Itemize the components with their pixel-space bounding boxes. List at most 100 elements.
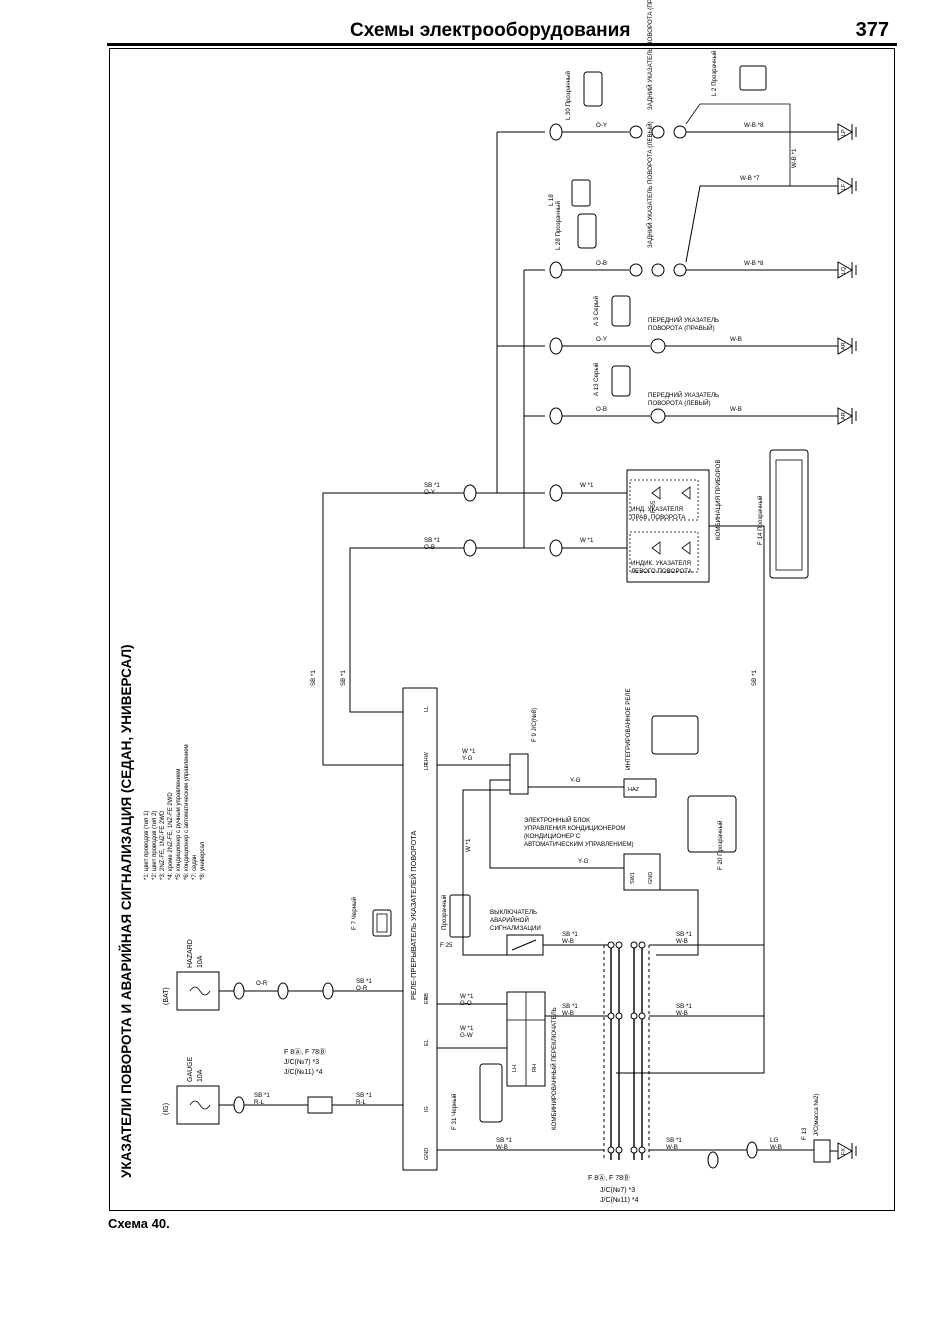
ground-lf: LF xyxy=(841,183,847,190)
wire-sb1-top: SB *1 xyxy=(424,482,440,489)
wire-rear-left-to-ground xyxy=(685,185,838,263)
cluster-right-indicator-2: ПРАВ. ПОВОРОТА xyxy=(631,514,686,521)
wire-rear-right-w-b1 xyxy=(685,103,791,186)
wire-sb1-combo: SB *1 xyxy=(562,1003,578,1010)
connector-l18-label: L 18 xyxy=(548,194,555,206)
relay-pin-lr: LR xyxy=(424,763,430,770)
jc-top-label-1: J/C(№7) *3 xyxy=(284,1059,319,1066)
wire-lr-to-right-indicator xyxy=(322,492,545,766)
connector-f20-icon xyxy=(687,795,737,853)
integrated-relay-box xyxy=(623,778,657,798)
wire-o-y-top: O-Y xyxy=(424,489,435,496)
hazard-switch-label-1: ВЫКЛЮЧАТЕЛЬ xyxy=(490,909,537,916)
wire-hazard-switch-in xyxy=(462,868,507,956)
ground-lp-1: LP xyxy=(841,129,847,136)
fuse-gauge-source: (IG) xyxy=(163,1103,170,1115)
relay-pin-gnd: GND xyxy=(424,1148,430,1160)
note-6: *6: кондиционер с автоматическим управле… xyxy=(184,744,190,880)
svg-text:W-B *8: W-B *8 xyxy=(744,260,764,267)
jc-bottom-label-2: J/C(№11) *4 xyxy=(600,1197,639,1204)
relay-pin-ig: IG xyxy=(424,1106,430,1112)
ac-unit-label-4: АВТОМАТИЧЕСКИМ УПРАВЛЕНИЕМ) xyxy=(524,841,634,848)
relay-pin-ehw: EHW xyxy=(424,751,430,765)
wire-cluster-ground xyxy=(616,525,765,1074)
wire-w-b-hazard-switch: W-B xyxy=(562,938,574,945)
relay-pin-el: EL xyxy=(424,1039,430,1046)
instrument-cluster: ИНД. УКАЗАТЕЛЯ ПРАВ. ПОВОРОТА ИНДИК. УКА… xyxy=(626,459,722,583)
front-left-label-1: ПЕРЕДНИЙ УКАЗАТЕЛЬ xyxy=(648,391,719,399)
connector-f20-label: F 20 Прозрачный xyxy=(717,820,724,870)
connector-a13-label: A 13 Серый xyxy=(593,362,600,396)
connector-f13-label: F 13 xyxy=(801,1127,808,1140)
combo-switch-label: КОМБИНИРОВАННЫЙ ПЕРЕКЛЮЧАТЕЛЬ xyxy=(550,1007,558,1130)
connector-f31-label: F 31 Черный xyxy=(451,1093,458,1130)
connector-f7-icon xyxy=(372,909,392,937)
wire-w-b7: W-B *7 xyxy=(740,175,760,182)
wire-sb1-mid: SB *1 xyxy=(424,537,440,544)
wire-y-g-haz: Y-G xyxy=(570,777,581,784)
front-right-lamp: O-Y W-B ПЕРЕДНИЙ УКАЗАТЕЛЬ ПОВОРОТА (ПРА… xyxy=(549,316,838,355)
jc-body-ground-label: J/C(масса №2) xyxy=(813,1093,820,1136)
ground-symbols xyxy=(837,123,857,1160)
wire-o-r-label-2: O-R xyxy=(356,985,368,992)
fuse-gauge-rating: 10A xyxy=(197,1069,204,1082)
wire-r-l-label-2: R-L xyxy=(356,1099,367,1106)
relay-pin-plus-b: +B xyxy=(424,993,430,1000)
flasher-relay-label: РЕЛЕ-ПРЕРЫВАТЕЛЬ УКАЗАТЕЛЕЙ ПОВОРОТА xyxy=(409,830,418,1000)
wire-sb1-label-gauge: SB *1 xyxy=(254,1092,270,1099)
note-4: *4: кроме 2NZ-FE, 1NZ-FE 2WD xyxy=(168,792,174,880)
combo-switch-pin-rh: RH xyxy=(532,1064,538,1072)
front-left-label-2: ПОВОРОТА (ЛЕВЫЙ) xyxy=(648,399,711,407)
fuse-gauge-name: GAUGE xyxy=(187,1056,194,1082)
connector-transparent-label: Прозрачный xyxy=(441,894,448,930)
svg-text:W-B: W-B xyxy=(730,336,742,343)
jc-top-label-2: J/C(№11) *4 xyxy=(284,1069,323,1076)
note-2: *2: цвет проводов (тип 2) xyxy=(152,811,158,880)
wire-g-o-er: G-O xyxy=(460,1000,472,1007)
ac-unit-label-2: УПРАВЛЕНИЯ КОНДИЦИОНЕРОМ xyxy=(524,825,625,832)
wire-w1-ehw: W *1 xyxy=(462,748,476,755)
connector-l28-label: L 28 Прозрачный xyxy=(555,201,562,250)
cluster-label: КОМБИНАЦИЯ ПРИБОРОВ xyxy=(715,459,722,540)
svg-text:W-B *8: W-B *8 xyxy=(744,122,764,129)
svg-text:O-B: O-B xyxy=(596,260,607,267)
wire-y-g-ehw: Y-G xyxy=(462,755,473,762)
wire-y-g-hazard-switch xyxy=(462,789,510,868)
wire-sb1-ll: SB *1 xyxy=(340,670,347,686)
jc-top-f8-label: F 8Ⓐ, F 78Ⓑ xyxy=(284,1048,326,1056)
page-title: Схемы электрооборудования xyxy=(350,20,631,41)
wire-w-b-lg: W-B xyxy=(770,1144,782,1151)
ground-bus xyxy=(603,941,650,1160)
combo-switch-pin-lh: LH xyxy=(512,1065,518,1072)
ground-fx: FX xyxy=(841,1148,847,1155)
wire-w1-mid: W *1 xyxy=(580,537,594,544)
wire-sb1-label-gauge-2: SB *1 xyxy=(356,1092,372,1099)
cluster-left-indicator-1: ИНДИК. УКАЗАТЕЛЯ xyxy=(631,560,691,567)
wire-w-b1-label: W-B *1 xyxy=(791,148,798,168)
wire-o-b-mid: O-B xyxy=(424,544,435,551)
page-header: Схемы электрооборудования 377 xyxy=(107,18,897,46)
wire-w-b-gnd-right: W-B xyxy=(666,1144,678,1151)
ac-unit-pin-gnd: GND xyxy=(648,872,654,884)
wire-lg: LG xyxy=(770,1137,778,1144)
rear-left-lamp: O-B W-B *8 ЗАДНИЙ УКАЗАТЕЛЬ ПОВОРОТА (ЛЕ… xyxy=(549,121,838,279)
front-left-lamp: O-B W-B ПЕРЕДНИЙ УКАЗАТЕЛЬ ПОВОРОТА (ЛЕВ… xyxy=(549,391,838,425)
connector-a3-label: A 3 Серый xyxy=(593,296,600,326)
integrated-relay-pin: HAZ xyxy=(628,787,640,793)
wire-sb1-lr: SB *1 xyxy=(310,670,317,686)
jc-bottom-label-1: J/C(№7) *3 xyxy=(600,1187,635,1194)
wire-r-l-label: R-L xyxy=(254,1099,265,1106)
wire-to-ac-unit xyxy=(489,779,624,869)
rear-right-label: ЗАДНИЙ УКАЗАТЕЛЬ ПОВОРОТА (ПРАВЫЙ) xyxy=(646,0,654,110)
wire-w1-top: W *1 xyxy=(580,482,594,489)
svg-text:W-B: W-B xyxy=(730,406,742,413)
ac-unit-pin-sw1: SW1 xyxy=(630,872,636,884)
diagram-title: УКАЗАТЕЛИ ПОВОРОТА И АВАРИЙНАЯ СИГНАЛИЗА… xyxy=(119,645,134,1178)
front-right-label-2: ПОВОРОТА (ПРАВЫЙ) xyxy=(648,324,715,332)
wire-y-g-ac: Y-G xyxy=(578,858,589,865)
diagram-frame xyxy=(109,48,895,1211)
connector-gnd-b xyxy=(746,1141,758,1159)
wire-sb1-gnd-right: SB *1 xyxy=(666,1137,682,1144)
connector-cluster-a xyxy=(549,484,563,502)
connector-ll-a xyxy=(463,484,477,502)
